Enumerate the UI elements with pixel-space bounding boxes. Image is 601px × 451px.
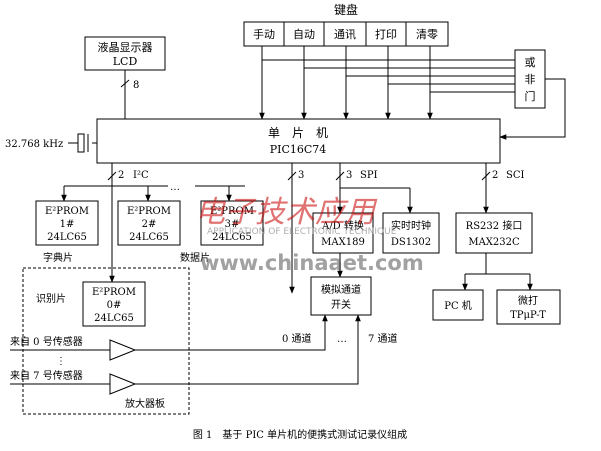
eeprom-1-box	[35, 200, 99, 246]
mcu-label: 单 片 机	[268, 126, 328, 140]
rs232-box	[455, 212, 533, 254]
rtc-part: DS1302	[391, 237, 431, 248]
dictionary-chip-label: 字典片	[43, 251, 73, 264]
i2c-count: 2	[118, 170, 124, 181]
analog-mux-box	[310, 276, 372, 316]
amplifier-0-icon	[109, 339, 137, 361]
eeprom-2-box	[117, 200, 181, 246]
rtc-box	[382, 212, 440, 254]
eeprom-0-box	[82, 281, 146, 327]
lcd-label: 液晶显示器	[98, 40, 153, 54]
spi-label: SPI	[360, 170, 378, 181]
i2c-dots: …	[170, 182, 180, 193]
eeprom-0-title: E²PROM	[92, 287, 136, 298]
mux-sublabel: 开关	[331, 298, 351, 311]
mcu-box	[96, 118, 501, 164]
printer-label: 微打	[518, 294, 538, 307]
mux-label: 模拟通道	[321, 283, 361, 296]
key-print-label: 打印	[375, 27, 397, 41]
amplifier-7-icon	[109, 373, 137, 395]
amp-board-label: 放大器板	[125, 397, 165, 410]
key-clear-box	[405, 21, 449, 47]
channel-7-label: 7 通道	[368, 332, 398, 345]
key-comm-label: 通讯	[334, 28, 356, 41]
spi-count: 3	[346, 170, 352, 181]
crystal-label: 32.768 kHz	[5, 139, 63, 150]
sensor-0-label: 来自 0 号传感器	[10, 335, 83, 348]
nor-gate-label-2: 非	[525, 73, 536, 86]
watermark-en: APPLICATION OF ELECTRONIC TECHNIQUE	[207, 227, 397, 237]
rtc-label: 实时时钟	[391, 219, 431, 232]
adc-part: MAX189	[321, 237, 365, 248]
i2c-label: I²C	[133, 170, 149, 181]
eeprom-3-part: 24LC65	[212, 232, 252, 243]
adc-bus-count: 3	[298, 170, 304, 181]
eeprom-2-title: E²PROM	[127, 206, 171, 217]
adc-label: A/D 转换	[321, 219, 364, 232]
eeprom-2-index: 2#	[142, 219, 157, 230]
data-chip-label: 数据片	[180, 251, 210, 264]
eeprom-0-part: 24LC65	[94, 313, 134, 324]
nor-gate-label-3: 门	[525, 89, 536, 103]
eeprom-3-box	[200, 200, 264, 246]
ident-chip-label: 识别片	[36, 292, 66, 305]
key-auto-label: 自动	[293, 28, 315, 41]
eeprom-2-part: 24LC65	[129, 232, 169, 243]
sci-count: 2	[492, 170, 498, 181]
watermark-cn: 电子技术应用	[195, 195, 378, 230]
pc-box	[432, 289, 484, 321]
pc-label: PC 机	[444, 299, 472, 312]
key-manual-label: 手动	[253, 27, 275, 41]
eeprom-3-index: 3#	[225, 219, 240, 230]
sensor-dots: ⋮	[56, 356, 66, 367]
adc-box	[312, 212, 374, 254]
eeprom-1-part: 24LC65	[47, 232, 87, 243]
channel-dots: …	[337, 334, 347, 345]
rs232-part: MAX232C	[468, 237, 520, 248]
lcd-bus-width: 8	[133, 80, 139, 91]
watermark-url: www.chinaaet.com	[200, 251, 424, 275]
eeprom-1-title: E²PROM	[45, 206, 89, 217]
mcu-part: PIC16C74	[270, 143, 327, 156]
key-clear-label: 清零	[416, 28, 438, 41]
eeprom-0-index: 0#	[107, 300, 122, 311]
keyboard-title: 键盘	[334, 2, 358, 17]
printer-box	[496, 289, 561, 325]
sensor-7-label: 来自 7 号传感器	[10, 369, 83, 382]
channel-0-label: 0 通道	[282, 332, 312, 345]
amplifier-board-frame	[22, 267, 190, 415]
nor-gate-label-1: 或	[525, 56, 536, 69]
figure-caption: 图 1 基于 PIC 单片机的便携式测试记录仪组成	[193, 428, 407, 441]
rs232-label: RS232 接口	[466, 219, 523, 232]
sci-label: SCI	[506, 170, 525, 181]
lcd-sublabel: LCD	[113, 55, 138, 68]
printer-model: TPμP-T	[510, 310, 546, 321]
eeprom-3-title: E²PROM	[210, 206, 254, 217]
eeprom-1-index: 1#	[60, 219, 75, 230]
